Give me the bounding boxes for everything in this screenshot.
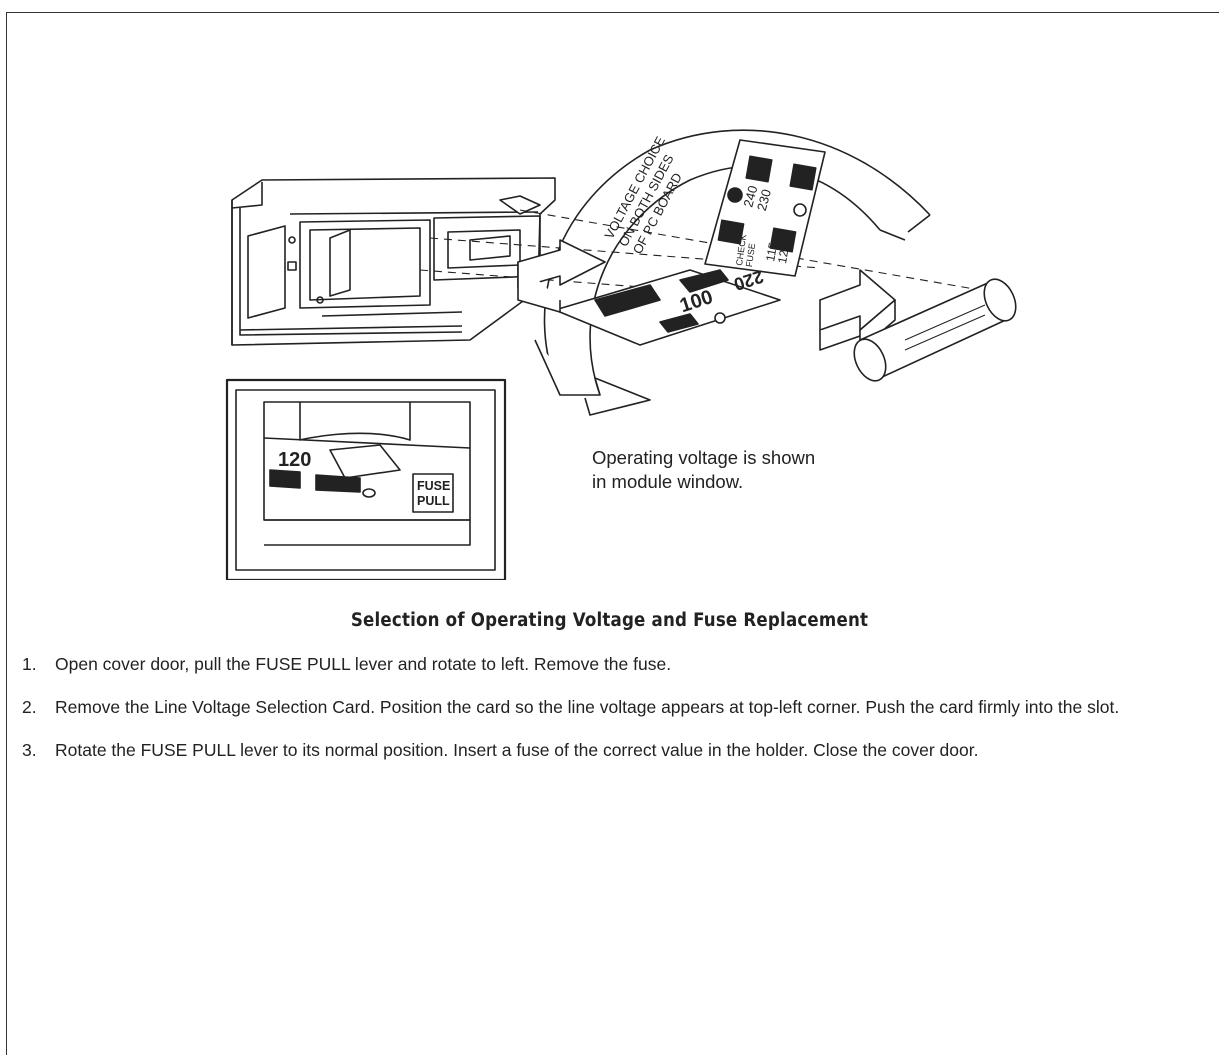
fuse-cartridge — [853, 278, 1017, 382]
step-number: 1. — [22, 654, 37, 674]
card-label-fuse: FUSE — [744, 242, 757, 267]
step-number: 3. — [22, 740, 37, 760]
caption-line-2: in module window. — [592, 471, 744, 492]
page-frame — [6, 12, 1219, 1055]
step-text: Open cover door, pull the FUSE PULL leve… — [55, 654, 672, 674]
fuse-pull-label-line2: PULL — [417, 494, 450, 508]
card-label-220: 220 — [731, 266, 766, 294]
fuse-module-illustration: VOLTAGE CHOICE ON BOTH SIDES OF PC BOARD… — [225, 129, 1017, 580]
step-text: Remove the Line Voltage Selection Card. … — [55, 697, 1120, 717]
section-title: Selection of Operating Voltage and Fuse … — [350, 610, 869, 631]
card-label-240: 240 — [740, 184, 760, 209]
insert-card-arrow — [517, 239, 606, 313]
card-label-230: 230 — [754, 188, 774, 213]
window-voltage-value: 120 — [278, 449, 311, 471]
step-number: 2. — [22, 697, 37, 717]
card-label-check: CHECK — [734, 234, 748, 267]
voltage-card-flat — [554, 269, 781, 346]
instruction-step: 1. Open cover door, pull the FUSE PULL l… — [22, 652, 1202, 677]
caption-line-1: Operating voltage is shown — [592, 447, 816, 468]
instruction-step: 3. Rotate the FUSE PULL lever to its nor… — [22, 738, 1202, 763]
power-entry-module — [231, 177, 556, 346]
figure-caption: Operating voltage is shown in module win… — [592, 446, 815, 494]
instruction-steps: 1. Open cover door, pull the FUSE PULL l… — [22, 652, 1202, 781]
module-window-inset — [225, 378, 507, 580]
card-label-115: 115 — [763, 241, 780, 263]
card-label-120: 120 — [775, 242, 792, 264]
voltage-card-upright — [704, 139, 826, 277]
fuse-pull-label-line1: FUSE — [417, 479, 450, 493]
step-text: Rotate the FUSE PULL lever to its normal… — [55, 740, 979, 760]
instruction-step: 2. Remove the Line Voltage Selection Car… — [22, 695, 1202, 720]
